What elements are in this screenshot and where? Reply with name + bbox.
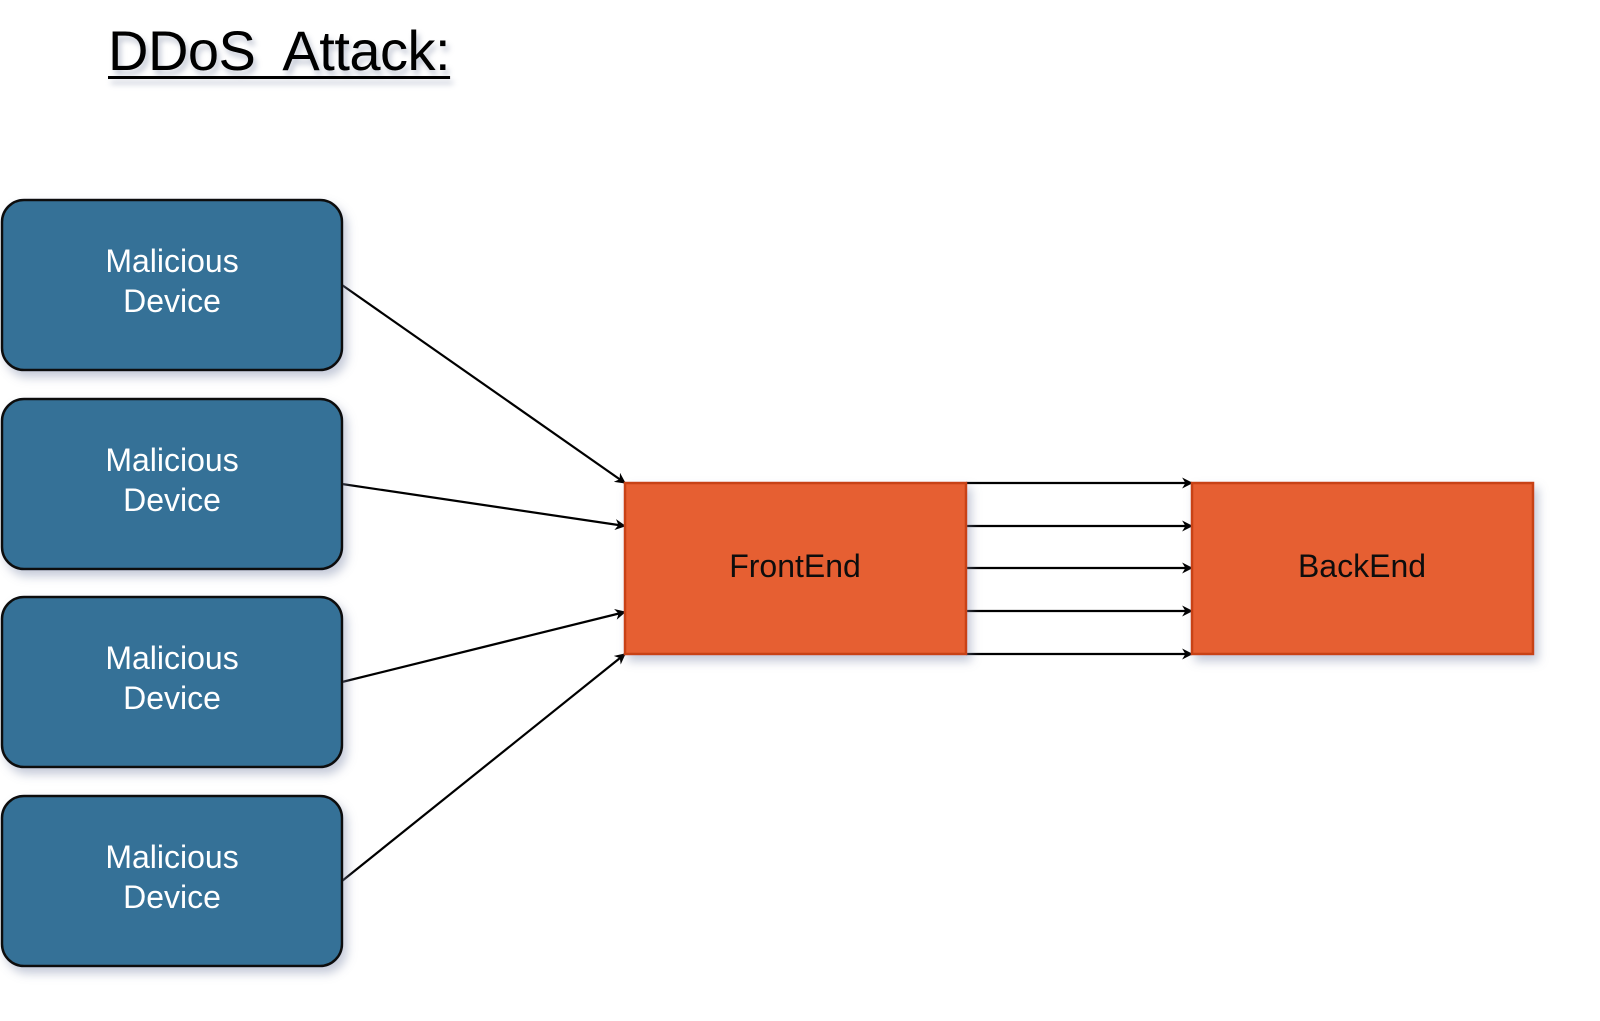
frontend-label: FrontEnd [729,548,861,584]
device-label-line1: Malicious [105,442,238,478]
edge-device-3-to-frontend [341,609,627,684]
backend-node[interactable]: BackEnd [1190,481,1535,656]
device-node-3[interactable]: Malicious Device [0,595,344,769]
backend-label: BackEnd [1298,548,1426,584]
device-node-4[interactable]: Malicious Device [0,794,344,968]
device-label-line1: Malicious [105,640,238,676]
device-label-line2: Device [123,680,221,716]
device-label-line1: Malicious [105,839,238,875]
edge-device-4-to-frontend [341,653,626,882]
edge-device-2-to-frontend [341,482,627,530]
device-label-line1: Malicious [105,243,238,279]
frontend-node[interactable]: FrontEnd [623,481,968,656]
device-label-line2: Device [123,283,221,319]
device-label-line2: Device [123,482,221,518]
diagram-title: DDoS Attack: [108,19,451,82]
device-label-line2: Device [123,879,221,915]
device-node-2[interactable]: Malicious Device [0,397,344,571]
device-node-1[interactable]: Malicious Device [0,198,344,372]
edges-layer [341,284,1194,882]
edge-device-1-to-frontend [341,284,626,484]
